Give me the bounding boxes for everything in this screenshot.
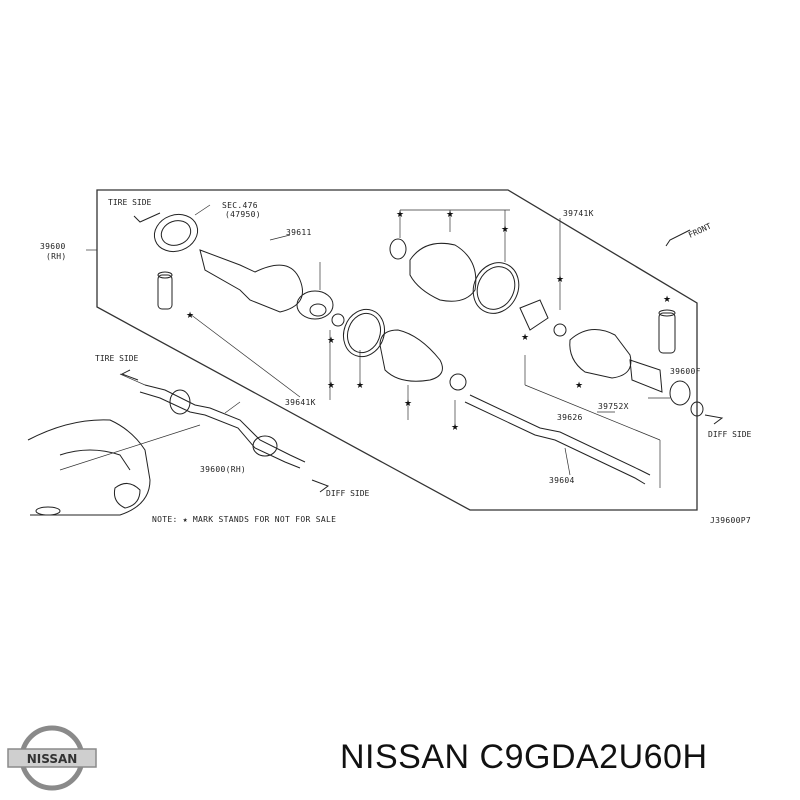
diff-side-parts bbox=[389, 238, 704, 417]
direction-arrows bbox=[120, 212, 724, 493]
star-mark: ★ bbox=[556, 275, 564, 285]
label-39741k: 39741K bbox=[563, 209, 594, 218]
diagram-frame bbox=[96, 189, 698, 511]
label-39600-rh: (RH) bbox=[46, 252, 66, 261]
label-front: FRONT bbox=[687, 221, 713, 239]
label-sec-476-ref: (47950) bbox=[225, 210, 261, 219]
nissan-logo: NISSAN bbox=[7, 725, 97, 791]
star-mark: ★ bbox=[521, 333, 529, 343]
label-39604: 39604 bbox=[549, 476, 575, 485]
star-mark: ★ bbox=[186, 311, 194, 321]
label-39641k: 39641K bbox=[285, 398, 316, 407]
diagram-code: J39600P7 bbox=[710, 516, 751, 525]
label-39611: 39611 bbox=[286, 228, 312, 237]
star-mark: ★ bbox=[327, 381, 335, 391]
label-sec-476: SEC.476 bbox=[222, 201, 258, 210]
tire-side-parts bbox=[153, 213, 345, 327]
vehicle-sketch bbox=[27, 419, 201, 516]
star-mark: ★ bbox=[356, 381, 364, 391]
label-tire-side-top: TIRE SIDE bbox=[108, 198, 152, 207]
label-39752x: 39752X bbox=[598, 402, 629, 411]
label-tire-side-left: TIRE SIDE bbox=[95, 354, 139, 363]
leader-lines bbox=[86, 204, 670, 488]
part-title: NISSAN C9GDA2U60H bbox=[340, 738, 708, 776]
star-mark: ★ bbox=[327, 336, 335, 346]
label-39600-rh2: 39600(RH) bbox=[200, 465, 246, 474]
label-diff-side-left: DIFF SIDE bbox=[326, 489, 370, 498]
star-marks: ★ ★ ★ ★ ★ ★ ★ ★ ★ ★ ★ ★ ★ bbox=[186, 210, 671, 433]
label-39600: 39600 bbox=[40, 242, 66, 251]
star-mark: ★ bbox=[404, 399, 412, 409]
star-mark: ★ bbox=[575, 381, 583, 391]
star-mark: ★ bbox=[396, 210, 404, 220]
star-mark: ★ bbox=[501, 225, 509, 235]
nissan-logo-text: NISSAN bbox=[27, 752, 78, 766]
star-mark: ★ bbox=[451, 423, 459, 433]
star-mark: ★ bbox=[663, 295, 671, 305]
label-39626: 39626 bbox=[557, 413, 583, 422]
drive-shaft-overview bbox=[119, 373, 306, 469]
label-39600f: 39600F bbox=[670, 367, 701, 376]
label-diff-side-right: DIFF SIDE bbox=[708, 430, 752, 439]
note-text: NOTE: ★ MARK STANDS FOR NOT FOR SALE bbox=[152, 515, 336, 524]
star-mark: ★ bbox=[446, 210, 454, 220]
boot-parts bbox=[342, 308, 651, 485]
